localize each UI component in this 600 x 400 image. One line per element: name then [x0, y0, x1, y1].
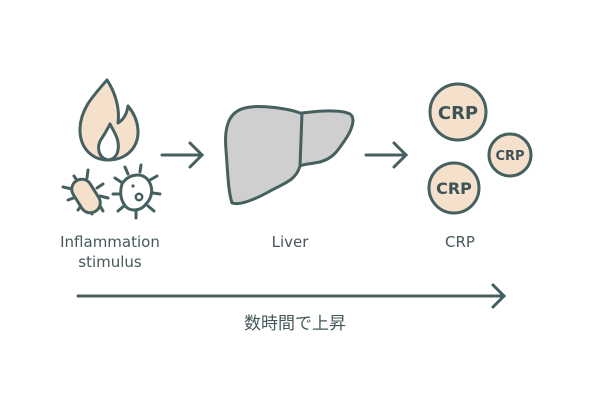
- crp-label: CRP: [445, 233, 475, 251]
- svg-text:CRP: CRP: [438, 103, 478, 124]
- crp-molecule-large: CRP: [428, 82, 488, 142]
- stimulus-label-line2: stimulus: [78, 253, 142, 271]
- timeline-arrow: [76, 283, 507, 309]
- stimulus-label-line1: Inflammation: [60, 233, 160, 251]
- svg-text:CRP: CRP: [495, 149, 524, 164]
- svg-text:CRP: CRP: [436, 179, 472, 198]
- stimulus-label: Inflammation stimulus: [40, 232, 180, 272]
- liver-label: Liver: [271, 233, 309, 251]
- crp-molecule-medium: CRP: [427, 161, 481, 215]
- liver-icon: [224, 105, 355, 206]
- timeline-label: 数時間で上昇: [244, 314, 346, 334]
- arrow-liver-to-crp: [364, 141, 409, 169]
- arrow-stimulus-to-liver: [160, 141, 205, 169]
- bacterium-rod-icon: [61, 168, 110, 216]
- flame-icon: [78, 78, 140, 162]
- bacterium-cell-icon: [111, 163, 162, 220]
- crp-molecule-small: CRP: [487, 132, 533, 178]
